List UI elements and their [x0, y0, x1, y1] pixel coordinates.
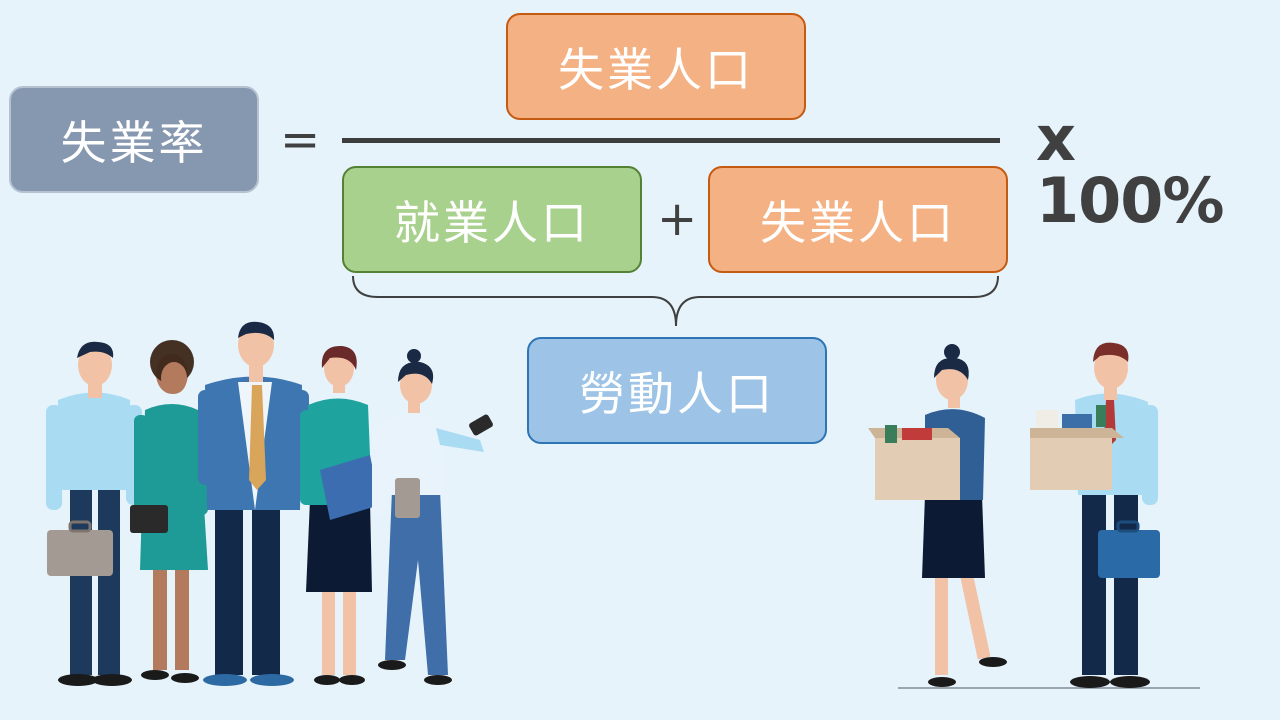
worker-man-briefcase: [46, 341, 142, 686]
unemployment-rate-box: 失業率: [9, 86, 259, 193]
employed-workers-illustration: [46, 321, 493, 686]
numerator-unemployed-box: 失業人口: [506, 13, 806, 120]
worker-woman-folder: [300, 345, 380, 685]
worker-man-blue-suit: [198, 321, 309, 686]
fraction-line: [342, 138, 1000, 143]
unemployed-man-with-box: [1030, 342, 1160, 688]
unemployed-woman-with-box: [868, 344, 1007, 687]
plus-sign: +: [657, 191, 698, 247]
labor-force-box: 勞動人口: [527, 337, 827, 444]
unemployed-workers-illustration: [868, 342, 1200, 689]
worker-woman-phone: [372, 349, 493, 685]
labor-force-label: 勞動人口: [579, 366, 775, 421]
multiplier-text: x 100%: [1036, 102, 1225, 237]
equals-sign: =: [280, 112, 321, 168]
denominator-unemployed-label: 失業人口: [760, 195, 956, 250]
worker-woman-teal-dress: [130, 340, 208, 683]
denominator-unemployed-box: 失業人口: [708, 166, 1008, 273]
curly-brace: [352, 275, 999, 327]
denominator-employed-box: 就業人口: [342, 166, 642, 273]
unemployment-rate-label: 失業率: [60, 115, 208, 170]
employed-label: 就業人口: [394, 195, 590, 250]
numerator-label: 失業人口: [558, 42, 754, 97]
